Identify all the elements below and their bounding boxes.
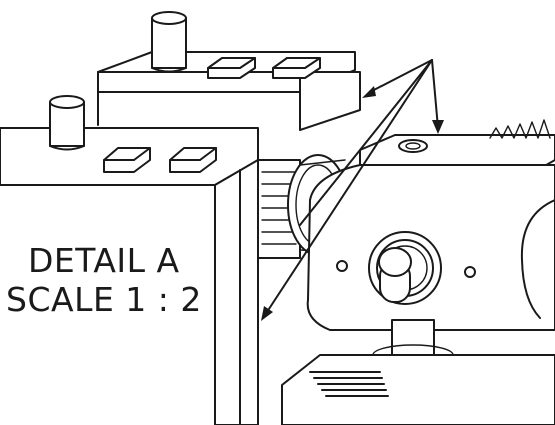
detail-title: DETAIL A bbox=[28, 241, 180, 280]
lower-base bbox=[281, 319, 555, 425]
cylinder-pin-back bbox=[151, 11, 187, 73]
leader-lines bbox=[261, 59, 444, 321]
tabs-front bbox=[103, 147, 217, 173]
bearing-knob bbox=[368, 231, 442, 305]
tabs-back bbox=[207, 57, 321, 79]
main-housing bbox=[306, 119, 555, 331]
detail-scale: SCALE 1 : 2 bbox=[6, 280, 202, 319]
cylinder-pin-front bbox=[49, 95, 85, 151]
